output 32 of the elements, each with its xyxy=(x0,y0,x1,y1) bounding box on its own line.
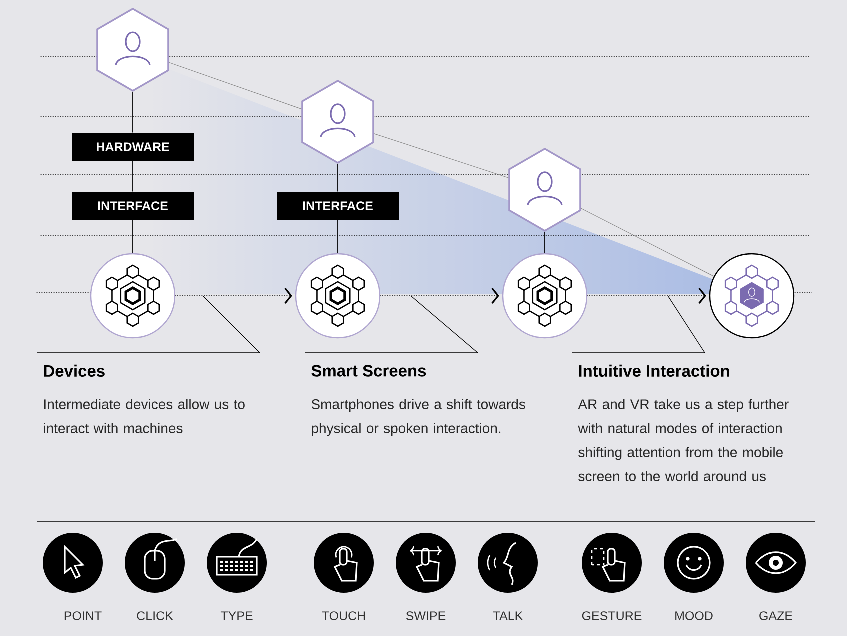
section-heading: Intuitive Interaction xyxy=(579,364,730,378)
network-circle xyxy=(90,253,176,339)
section-heading: Devices xyxy=(44,364,105,378)
label-box: HARDWARE xyxy=(72,132,194,161)
section-heading: Smart Screens xyxy=(312,365,426,377)
arrow xyxy=(587,288,707,304)
network-circle xyxy=(709,253,795,339)
description-text: Smartphones drive a shift towards physical or spoken interaction. xyxy=(312,399,526,436)
connector-line xyxy=(132,160,134,192)
network-circle xyxy=(295,253,381,339)
icon-caption: MOOD xyxy=(676,612,713,620)
connector-line xyxy=(132,220,134,254)
label-box: INTERFACE xyxy=(277,192,399,220)
connector-line xyxy=(169,62,302,110)
icon-caption: GESTURE xyxy=(582,612,642,620)
connector-line xyxy=(374,134,509,178)
description-text: AR and VR take us a step further with natural modes of interaction shifting attention from the mobile screen to the world around us xyxy=(578,399,789,482)
network-circle xyxy=(502,253,588,339)
connector-line xyxy=(544,232,546,254)
arrow xyxy=(175,288,293,304)
description-text: Intermediate devices allow us to interact with machines xyxy=(44,399,245,434)
icon-caption: GAZE xyxy=(760,612,792,620)
icon-caption: TALK xyxy=(493,612,524,620)
connector-line xyxy=(581,208,714,277)
icon-caption: TOUCH xyxy=(322,612,366,620)
label-box: INTERFACE xyxy=(72,192,194,220)
icon-caption: POINT xyxy=(64,612,102,620)
icon-caption: TYPE xyxy=(220,612,253,620)
icon-caption: CLICK xyxy=(137,612,174,620)
connector-line xyxy=(132,92,134,134)
icon-caption: SWIPE xyxy=(406,612,446,620)
arrow xyxy=(380,288,500,304)
